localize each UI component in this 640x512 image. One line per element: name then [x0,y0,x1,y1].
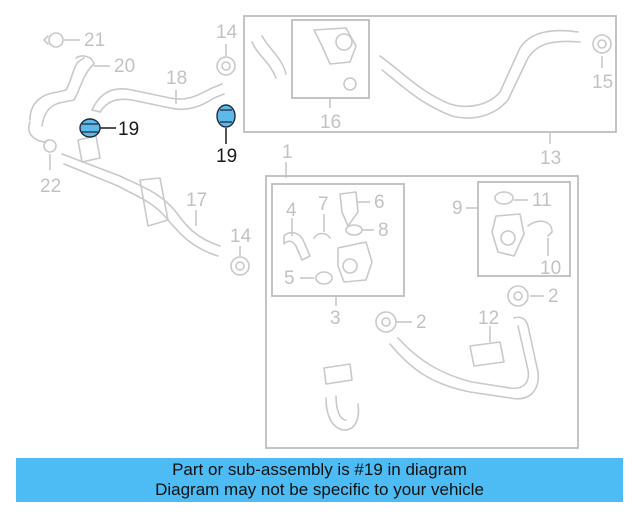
hose-22 [28,121,57,153]
clamp-19-right[interactable] [216,104,236,128]
banner-line-1: Part or sub-assembly is #19 in diagram [172,460,467,479]
clamp-2-right [507,285,529,307]
callout-5: 5 [284,268,295,289]
callout-2-left: 2 [416,312,427,333]
clamp-14-upper [216,56,236,76]
assembly-1-box [265,175,579,449]
callout-2-right: 2 [548,286,559,307]
leader-lines [49,39,603,342]
callout-9: 9 [452,198,463,219]
pipe-17 [61,135,221,257]
assembly-9-box [477,181,571,277]
clamp-14-lower [230,256,250,276]
clamp-2-left [375,311,397,333]
assembly-16-box [291,19,370,99]
callout-19-left: 19 [118,119,139,140]
assembly-13-box [243,15,617,133]
hose-18 [91,83,225,113]
banner-line-2: Diagram may not be specific to your vehi… [155,480,484,499]
callout-4: 4 [286,200,297,221]
clamp-21 [43,32,64,48]
fitting-16 [313,27,357,91]
callout-11: 11 [532,190,552,211]
callout-10: 10 [540,258,561,279]
callout-6: 6 [374,192,385,213]
callout-14-lower: 14 [230,226,252,247]
callout-20: 20 [114,56,135,77]
callout-14-upper: 14 [216,22,238,43]
callout-19-right: 19 [216,146,237,167]
hose-12 [323,316,539,431]
callout-7: 7 [318,194,329,215]
clamp-15 [592,34,612,54]
callout-8: 8 [378,220,389,241]
hose-13 [251,29,581,119]
callout-1: 1 [282,142,293,163]
callout-15: 15 [592,72,613,93]
callout-21: 21 [84,30,105,51]
callout-22: 22 [40,176,61,197]
callout-16: 16 [320,112,341,133]
assembly-9-parts [491,191,553,257]
callout-17: 17 [186,190,207,211]
info-banner: Part or sub-assembly is #19 in diagram D… [16,458,623,502]
callout-18: 18 [166,68,187,89]
assembly-3-box [271,183,405,297]
clamp-19-left[interactable] [79,118,101,138]
callout-12: 12 [478,308,499,329]
callout-13: 13 [540,148,561,169]
callout-3: 3 [330,308,341,329]
hose-20 [29,55,95,127]
